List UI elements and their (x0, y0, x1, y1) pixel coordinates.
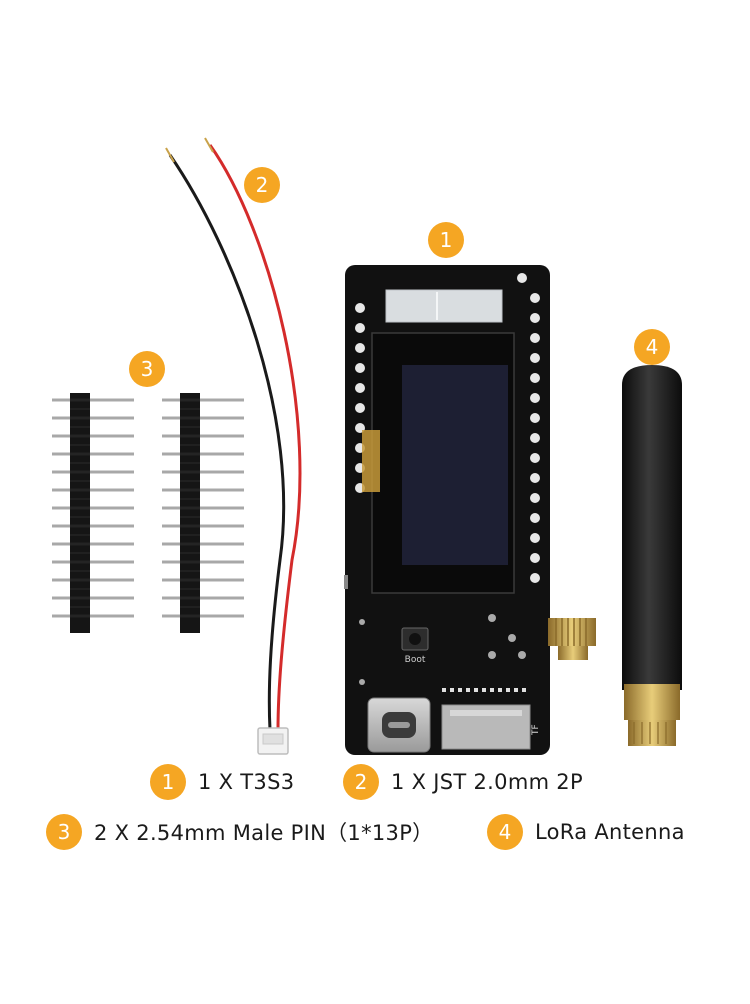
legend-number: 3 (57, 820, 71, 844)
legend-number: 2 (354, 770, 368, 794)
legend-text: LoRa Antenna (535, 820, 685, 844)
callout-badge-3: 3 (129, 351, 165, 387)
legend-text: 1 X T3S3 (198, 770, 295, 794)
legend-number: 1 (161, 770, 175, 794)
legend-badge: 1 (150, 764, 186, 800)
jst-cable (165, 137, 302, 755)
legend-badge: 4 (487, 814, 523, 850)
callout-badge-1: 1 (428, 222, 464, 258)
legend-badge: 2 (343, 764, 379, 800)
pin-header-left (52, 393, 134, 633)
t3s3-board: Boot TF (344, 265, 596, 755)
legend-number: 4 (498, 820, 512, 844)
legend-item-1: 1 1 X T3S3 (150, 764, 294, 800)
callout-number: 3 (140, 357, 154, 381)
legend-text: 2 X 2.54mm Male PIN（1*13P） (94, 821, 434, 845)
legend-badge: 3 (46, 814, 82, 850)
legend-item-4: 4 LoRa Antenna (487, 814, 685, 850)
tf-label: TF (531, 724, 541, 736)
boot-label: Boot (405, 655, 426, 665)
legend-item-2: 2 1 X JST 2.0mm 2P (343, 764, 583, 800)
callout-number: 4 (645, 335, 659, 359)
callout-number: 1 (439, 228, 453, 252)
callout-badge-4: 4 (634, 329, 670, 365)
lora-antenna (622, 365, 682, 746)
pin-header-right (162, 393, 244, 633)
callout-badge-2: 2 (244, 167, 280, 203)
legend-item-3: 3 2 X 2.54mm Male PIN（1*13P） (46, 814, 433, 850)
legend-text: 1 X JST 2.0mm 2P (391, 770, 583, 794)
callout-number: 2 (255, 173, 269, 197)
